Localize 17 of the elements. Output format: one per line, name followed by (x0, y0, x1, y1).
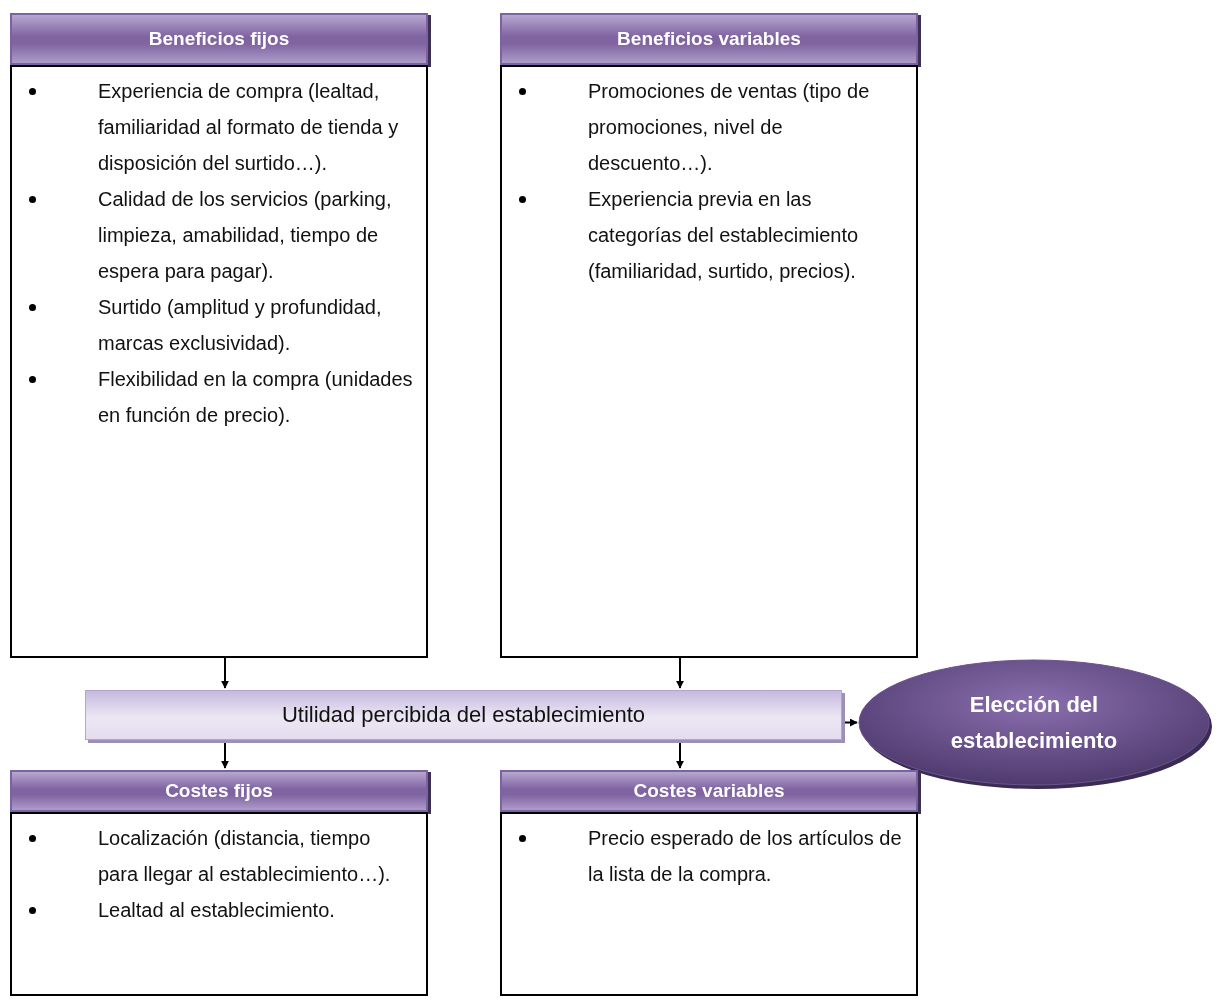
panel-header: Costes variables (500, 770, 918, 812)
bullet-text: Surtido (amplitud y profundidad, marcas exclusividad). (98, 295, 383, 356)
bullet-text: Localización (distancia, tiempo para llegar al establecimiento…). (98, 826, 392, 887)
arrow (221, 657, 229, 689)
bullet-text: Calidad de los servicios (parking, limpieza, amabilidad, tiempo de espera para pagar). (98, 187, 393, 284)
bullet-text: Experiencia de compra (lealtad, familiaridad al formato de tienda y disposición del surtido…). (98, 79, 400, 176)
bullet-text: Flexibilidad en la compra (unidades en función de precio). (98, 367, 414, 428)
bullet-text: Experiencia previa en las categorías del establecimiento (familiaridad, surtido, precios). (588, 187, 860, 284)
bullet-text: Promociones de ventas (tipo de promociones, nivel de descuento…). (588, 79, 871, 176)
ellipse-label: Elección del establecimiento (949, 690, 1119, 755)
panel-header: Beneficios fijos (10, 13, 428, 65)
panel-header: Beneficios variables (500, 13, 918, 65)
panel-header: Costes fijos (10, 770, 428, 812)
arrow (676, 657, 684, 689)
result-bar: Utilidad percibida del establecimiento (85, 690, 842, 740)
bullet-text: Lealtad al establecimiento. (98, 898, 336, 923)
bullet-text: Precio esperado de los artículos de la lista de la compra. (588, 826, 903, 887)
